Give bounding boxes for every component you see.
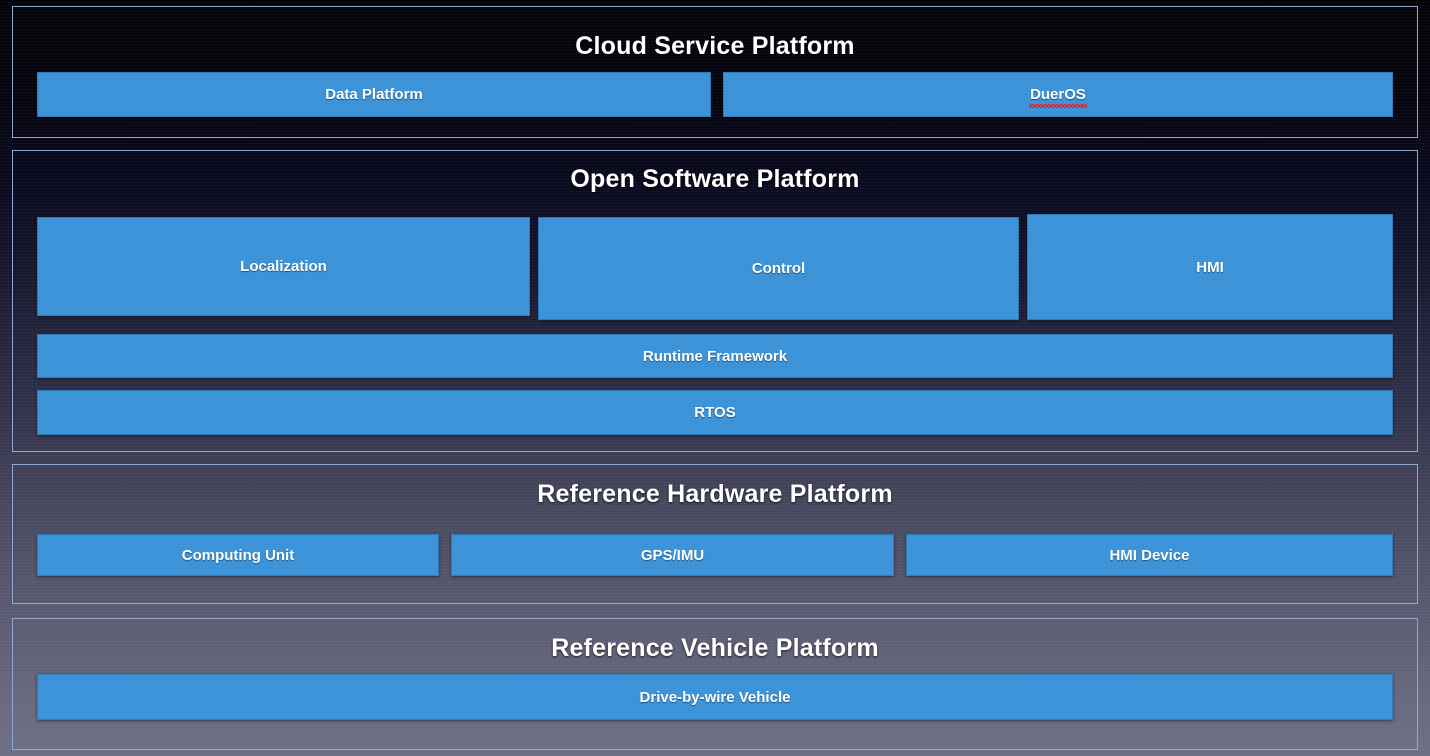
- section-reference-vehicle-platform: Reference Vehicle Platform Drive-by-wire…: [12, 618, 1418, 750]
- box-label-runtime-framework: Runtime Framework: [642, 347, 788, 365]
- box-label-data-platform: Data Platform: [325, 86, 423, 103]
- section-title-cloud-service-platform: Cloud Service Platform: [575, 32, 855, 60]
- box-label-computing-unit: Computing Unit: [181, 546, 295, 564]
- section-cloud-service-platform: Cloud Service Platform Data Platform Due…: [12, 6, 1418, 138]
- section-title-open-software-platform: Open Software Platform: [570, 165, 860, 193]
- box-gps-imu[interactable]: GPS/IMU: [451, 534, 894, 576]
- box-label-hmi-device: HMI Device: [1109, 546, 1190, 564]
- box-localization[interactable]: Localization: [37, 217, 530, 316]
- box-dueros[interactable]: DuerOS: [723, 72, 1393, 117]
- box-label-hmi: HMI: [1196, 258, 1224, 276]
- box-label-localization: Localization: [240, 258, 327, 275]
- box-label-drive-by-wire-vehicle: Drive-by-wire Vehicle: [639, 688, 791, 706]
- box-data-platform[interactable]: Data Platform: [37, 72, 711, 117]
- box-control[interactable]: Control: [538, 217, 1019, 320]
- section-title-reference-hardware-platform: Reference Hardware Platform: [537, 480, 893, 508]
- box-hmi[interactable]: HMI: [1027, 214, 1393, 320]
- box-hmi-device[interactable]: HMI Device: [906, 534, 1393, 576]
- section-title-reference-vehicle-platform: Reference Vehicle Platform: [551, 634, 879, 662]
- section-open-software-platform: Open Software Platform Localization Cont…: [12, 150, 1418, 452]
- box-rtos[interactable]: RTOS: [37, 390, 1393, 435]
- box-label-rtos: RTOS: [694, 404, 736, 421]
- box-computing-unit[interactable]: Computing Unit: [37, 534, 439, 576]
- box-label-control: Control: [751, 260, 806, 277]
- box-runtime-framework[interactable]: Runtime Framework: [37, 334, 1393, 378]
- section-reference-hardware-platform: Reference Hardware Platform Computing Un…: [12, 464, 1418, 604]
- box-drive-by-wire-vehicle[interactable]: Drive-by-wire Vehicle: [37, 674, 1393, 720]
- box-label-gps-imu: GPS/IMU: [640, 546, 705, 564]
- box-label-dueros: DuerOS: [1029, 85, 1087, 108]
